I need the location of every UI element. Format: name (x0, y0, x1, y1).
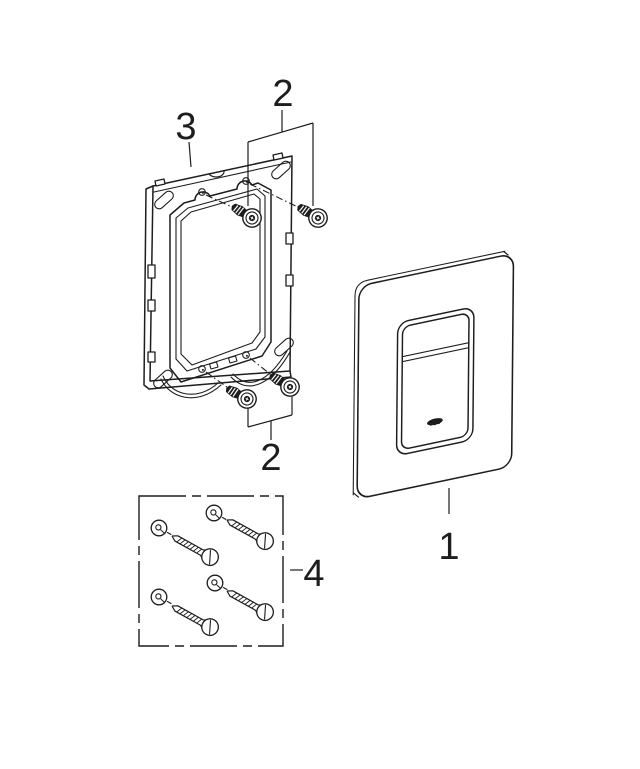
frame-ridge-inner (175, 188, 266, 372)
callout-2-bottom-bracket (247, 397, 293, 440)
mounting-screw (226, 197, 266, 232)
flush-button (400, 313, 470, 450)
frame-center-notch (208, 170, 225, 178)
frame-window (180, 193, 261, 366)
callout-4-label: 4 (303, 553, 324, 595)
frame-ridge-outer (169, 180, 272, 383)
frame-slot (152, 188, 176, 212)
callout-2-top-bracket (247, 110, 314, 206)
fixing-set (138, 495, 284, 647)
plate-face (356, 255, 515, 498)
frame-edge-notch (285, 274, 294, 287)
screw-axis-line (249, 183, 303, 210)
frame-slot (269, 158, 293, 182)
fixing-set-screws (166, 512, 277, 640)
frame-edge-notch (147, 264, 156, 279)
flush-plate (352, 250, 515, 498)
callout-3-leader (188, 141, 192, 168)
mounting-frame (143, 152, 296, 399)
button-split-line (401, 342, 470, 363)
frame-top-fold (153, 161, 292, 193)
mounting-screws (205, 183, 332, 413)
frame-face (149, 155, 293, 382)
callouts: 3 2 2 1 4 (175, 73, 459, 595)
frame-spring-wires (160, 350, 291, 399)
frame-rail-tab (227, 355, 238, 364)
callout-3-label: 3 (175, 106, 196, 148)
frame-tab (272, 152, 284, 161)
frame-tab (154, 178, 166, 187)
frame-edge-notch (147, 351, 156, 363)
plate-thickness-edge (352, 250, 509, 498)
frame-slot (272, 335, 296, 359)
brand-logo (427, 418, 443, 426)
screw-axis-line (249, 357, 276, 379)
frame-rail-tab (208, 361, 219, 370)
fixing-set-box (138, 495, 284, 647)
frame-edge-notch (147, 299, 156, 312)
callout-1-label: 1 (438, 526, 459, 568)
screw-axis-line (205, 371, 232, 391)
frame-edge-notch (285, 232, 294, 245)
frame-thickness-edge (143, 185, 292, 390)
screw-axis-line (205, 194, 235, 209)
button-recess (395, 307, 475, 455)
mounting-screw (292, 197, 332, 232)
callout-2-bottom-label: 2 (260, 437, 281, 479)
callout-2-top-label: 2 (272, 73, 293, 115)
